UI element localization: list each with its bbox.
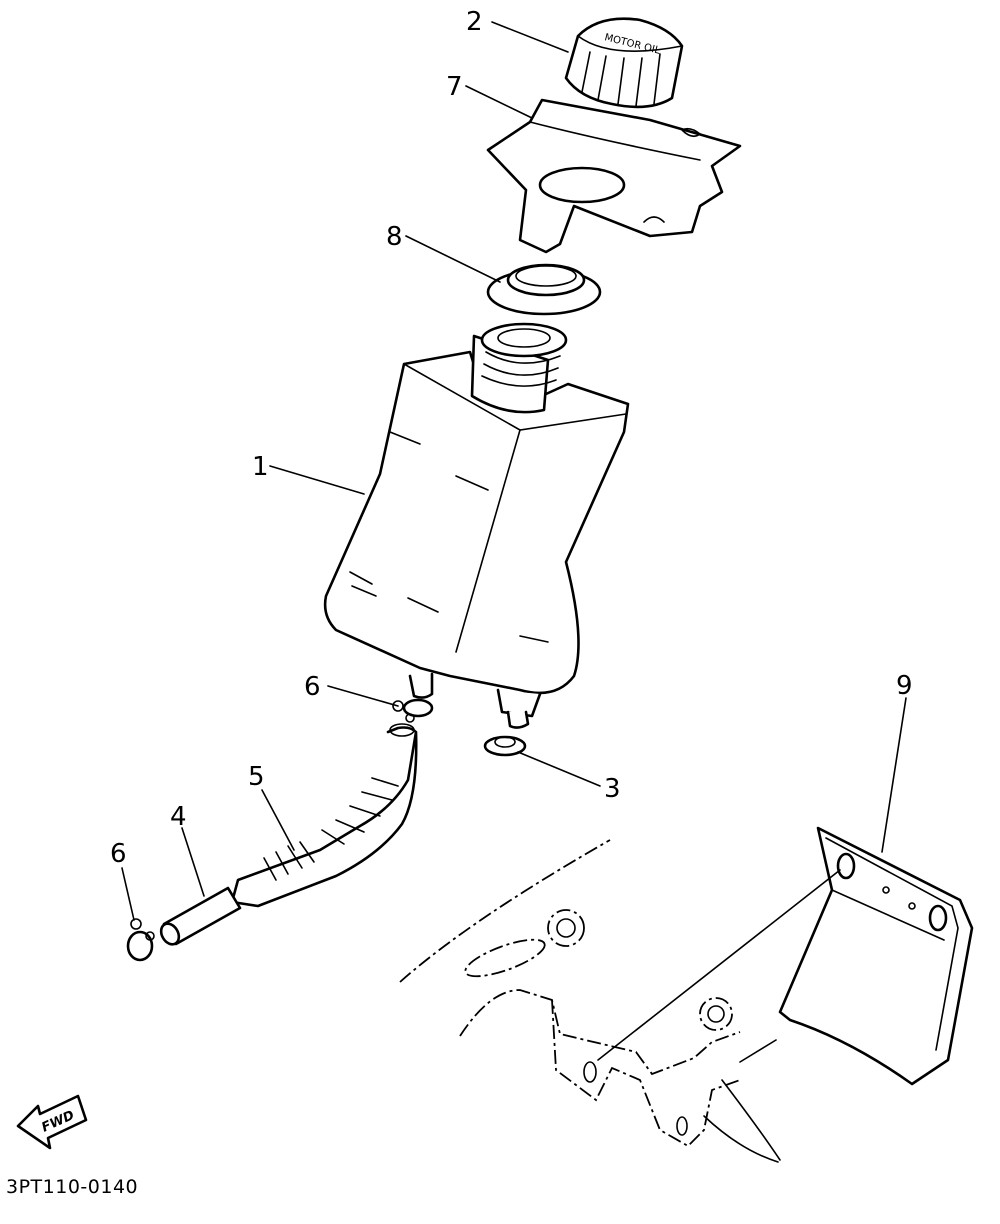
callout-4: 4 xyxy=(170,802,187,832)
callout-6-lower: 6 xyxy=(110,839,127,869)
callout-5: 5 xyxy=(248,762,265,792)
callout-3: 3 xyxy=(604,774,621,804)
oil-cap-part: MOTOR OIL xyxy=(564,17,684,109)
pipe-part xyxy=(159,886,242,946)
callout-1: 1 xyxy=(252,452,269,482)
flexible-hose-part xyxy=(230,723,418,908)
frame-outline xyxy=(399,839,781,1163)
callout-9: 9 xyxy=(896,671,913,701)
callout-labels: 2 7 8 1 6 3 5 4 6 9 xyxy=(110,7,913,869)
callout-8: 8 xyxy=(386,222,403,252)
fwd-arrow-icon: FWD xyxy=(16,1094,88,1150)
callout-2: 2 xyxy=(466,7,483,37)
callout-7: 7 xyxy=(446,72,463,102)
hose-clip-upper-part xyxy=(392,698,434,723)
gasket-part xyxy=(486,263,602,316)
drawing-code: 3PT110-0140 xyxy=(6,1176,139,1198)
bracket-plate-part xyxy=(778,826,974,1086)
leader-lines xyxy=(121,21,907,1061)
oil-tank-part xyxy=(323,322,630,729)
callout-6-upper: 6 xyxy=(304,672,321,702)
cover-bracket-part xyxy=(486,98,742,254)
hose-clip-lower-part xyxy=(126,918,155,962)
grommet-part xyxy=(483,735,527,757)
